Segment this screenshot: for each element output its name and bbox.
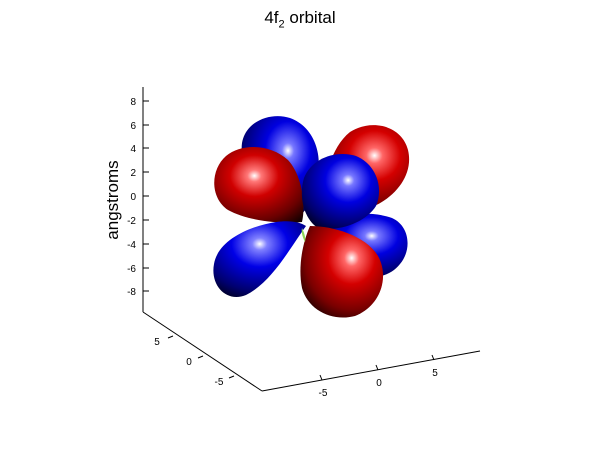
z-tick-label: -8 <box>127 287 136 298</box>
z-tick-label: -2 <box>127 216 136 227</box>
y-tick-label: 0 <box>186 357 192 368</box>
lobe-lower-front-red <box>300 226 384 318</box>
y-tick-labels: 5 0 -5 <box>154 337 224 388</box>
orbital-surface <box>213 116 410 318</box>
z-tick-label: 4 <box>130 144 136 155</box>
z-tick-label: -6 <box>127 264 136 275</box>
z-tick-label: 0 <box>130 192 136 203</box>
y-axis-ticks <box>167 335 235 379</box>
z-axis-ticks <box>143 100 149 292</box>
x-tick-label: 5 <box>432 368 438 379</box>
lobe-upper-front-red <box>214 147 304 223</box>
z-tick-label: -4 <box>127 240 136 251</box>
title-subscript: 2 <box>278 18 285 31</box>
lobe-upper-front-blue <box>301 154 380 229</box>
title-main: 4f <box>264 8 279 27</box>
z-tick-label: 8 <box>130 97 136 108</box>
x-tick-label: 0 <box>376 378 382 389</box>
lobe-lower-front-blue <box>213 221 306 297</box>
z-tick-label: 2 <box>130 168 136 179</box>
x-tick-label: -5 <box>319 388 328 399</box>
x-axis-line <box>261 350 481 392</box>
y-tick-label: -5 <box>215 377 224 388</box>
z-tick-labels: 8 6 4 2 0 -2 -4 -6 -8 <box>127 97 136 298</box>
node-plane <box>301 228 306 242</box>
x-tick-labels: -5 0 5 <box>319 368 439 399</box>
y-tick-label: 5 <box>154 337 160 348</box>
z-tick-label: 6 <box>130 121 136 132</box>
y-axis-line <box>142 311 263 392</box>
title-rest: orbital <box>284 8 336 27</box>
plot-title: 4f2 orbital <box>0 8 600 30</box>
x-axis-ticks <box>319 354 435 381</box>
